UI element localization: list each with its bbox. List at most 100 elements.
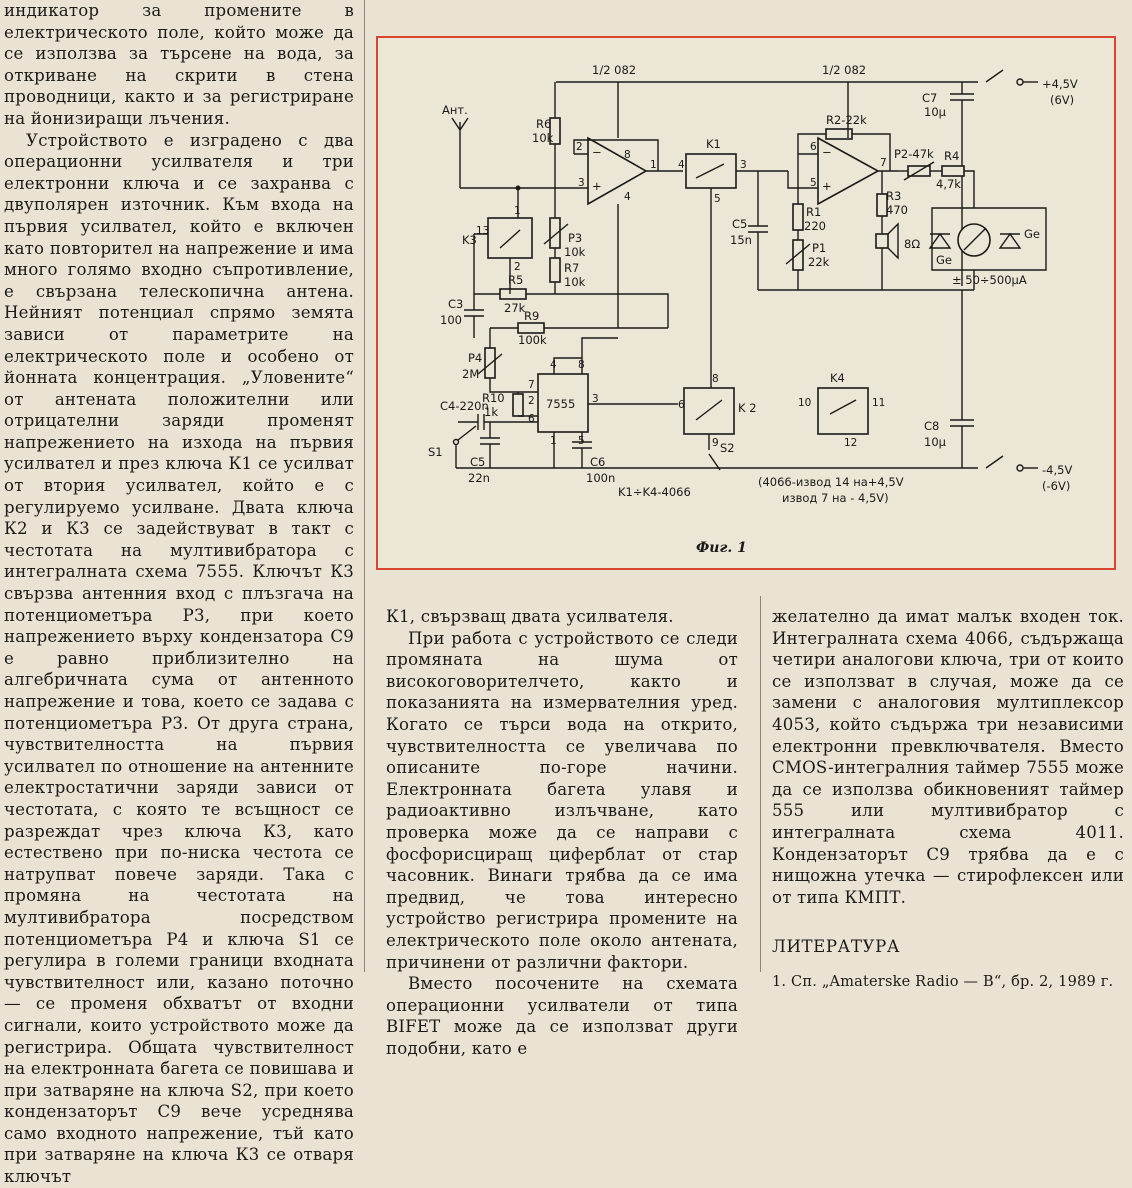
- right-paragraph-1: желателно да имат малък входен ток. Инте…: [772, 607, 1124, 907]
- svg-text:8: 8: [624, 149, 631, 161]
- svg-text:12: 12: [844, 437, 857, 449]
- opamp1-label: 1/2 082: [592, 63, 636, 77]
- opamp1-plus-pin: +: [592, 179, 602, 193]
- svg-text:4: 4: [678, 159, 685, 171]
- column-divider-left: [364, 0, 365, 972]
- r5-value: 27k: [504, 301, 526, 315]
- supply-negative-label: -4,5V: [1042, 463, 1072, 477]
- schematic-diagram: 1/2 082 1/2 082 +4,5V (6V) C7 10µ Ант. R…: [428, 63, 1078, 556]
- meter-label: ± 50÷500µA: [952, 273, 1027, 287]
- svg-text:6: 6: [810, 141, 817, 153]
- literature-heading: ЛИТЕРАТУРА: [772, 937, 901, 957]
- opamp2-label: 1/2 082: [822, 63, 866, 77]
- column-divider-right: [760, 596, 761, 972]
- r1-label: R1: [806, 205, 821, 219]
- r4-label: R4: [944, 149, 959, 163]
- k3-label: K3: [462, 233, 477, 247]
- svg-text:3: 3: [578, 177, 585, 189]
- left-paragraph-1: индикатор за промените в електрическото …: [4, 1, 354, 128]
- svg-text:9: 9: [712, 437, 719, 449]
- c3-value: 100: [440, 313, 462, 327]
- svg-text:8: 8: [712, 373, 719, 385]
- supply-positive-label: +4,5V: [1042, 77, 1078, 91]
- c5-value: 15n: [730, 233, 752, 247]
- svg-text:3: 3: [740, 159, 747, 171]
- svg-text:6: 6: [678, 399, 685, 411]
- svg-text:4: 4: [624, 191, 631, 203]
- left-paragraph-2: Устройството е изградено с два операцион…: [4, 130, 354, 1187]
- r3-label: R3: [886, 189, 901, 203]
- c6-label: C6: [590, 455, 605, 469]
- s2-label: S2: [720, 441, 735, 455]
- svg-text:1: 1: [650, 159, 657, 171]
- r10-value: 1k: [484, 405, 498, 419]
- svg-text:−: −: [822, 145, 832, 159]
- ic-pin-note-1: (4066-извод 14 на+4,5V: [758, 475, 904, 489]
- svg-text:2: 2: [528, 395, 535, 407]
- r9-label: R9: [524, 309, 539, 323]
- switch-ic-label: K1÷K4-4066: [618, 485, 691, 499]
- supply-positive-alt-label: (6V): [1050, 93, 1074, 107]
- k4-label: K4: [830, 371, 845, 385]
- middle-paragraph-2: При работа с устройството се следи промя…: [386, 628, 738, 972]
- r4-value: 4,7k: [936, 177, 961, 191]
- speaker-label: 8Ω: [904, 237, 920, 251]
- article-middle-column: К1, свързващ двата усилвателя. При работ…: [386, 606, 738, 1059]
- svg-text:2: 2: [576, 141, 583, 153]
- ic-pin-note-2: извод 7 на - 4,5V): [782, 491, 889, 505]
- circuit-figure: 1/2 082 1/2 082 +4,5V (6V) C7 10µ Ант. R…: [376, 36, 1116, 570]
- svg-text:6: 6: [528, 413, 535, 425]
- c5b-label: C5: [470, 455, 485, 469]
- c6-value: 100n: [586, 471, 615, 485]
- c5-label: C5: [732, 217, 747, 231]
- opamp1-minus-pin: −: [592, 145, 602, 159]
- p1-label: P1: [812, 241, 826, 255]
- article-right-column: желателно да имат малък входен ток. Инте…: [772, 606, 1124, 994]
- r10-label: R10: [482, 391, 505, 405]
- svg-text:13: 13: [476, 225, 489, 237]
- r6-label: R6: [536, 117, 551, 131]
- svg-text:5: 5: [810, 177, 817, 189]
- article-left-column: индикатор за промените в електрическото …: [4, 0, 354, 1188]
- svg-text:7: 7: [528, 379, 535, 391]
- r9-value: 100k: [518, 333, 547, 347]
- ge2-label: Ge: [1024, 227, 1040, 241]
- r5-label: R5: [508, 273, 523, 287]
- r1-value: 220: [804, 219, 826, 233]
- timer-ic-label: 7555: [546, 397, 575, 411]
- supply-negative-alt-label: (-6V): [1042, 479, 1070, 493]
- svg-text:+: +: [822, 179, 832, 193]
- p2-label: P2-47k: [894, 147, 934, 161]
- svg-text:5: 5: [714, 193, 721, 205]
- p3-value: 10k: [564, 245, 586, 259]
- c8-label: C8: [924, 419, 939, 433]
- p1-value: 22k: [808, 255, 830, 269]
- r2-label: R2-22k: [826, 113, 867, 127]
- c8-value: 10µ: [924, 435, 947, 449]
- c5b-value: 22n: [468, 471, 490, 485]
- antenna-label: Ант.: [442, 103, 468, 117]
- r7-value: 10k: [564, 275, 586, 289]
- svg-text:11: 11: [872, 397, 885, 409]
- svg-text:10: 10: [798, 397, 811, 409]
- r3-value: 470: [886, 203, 908, 217]
- p4-value: 2M: [462, 367, 479, 381]
- svg-text:7: 7: [880, 157, 887, 169]
- c4-label: C4-220n: [440, 399, 489, 413]
- c3-label: C3: [448, 297, 463, 311]
- svg-text:3: 3: [592, 393, 599, 405]
- s1-label: S1: [428, 445, 443, 459]
- middle-paragraph-1: К1, свързващ двата усилвателя.: [386, 607, 674, 626]
- figure-caption: Фиг. 1: [696, 540, 747, 556]
- k1-label: K1: [706, 137, 721, 151]
- r7-label: R7: [564, 261, 579, 275]
- c7-value: 10µ: [924, 105, 947, 119]
- r6-value: 10k: [532, 131, 554, 145]
- middle-paragraph-3: Вместо посочените на схемата операционни…: [386, 974, 738, 1058]
- ge1-label: Ge: [936, 253, 952, 267]
- c7-label: C7: [922, 91, 937, 105]
- p3-label: P3: [568, 231, 582, 245]
- k2-label: K 2: [738, 401, 757, 415]
- svg-text:2: 2: [514, 261, 521, 273]
- literature-reference: 1. Сп. „Amaterske Radio — B“, бр. 2, 198…: [772, 973, 1114, 990]
